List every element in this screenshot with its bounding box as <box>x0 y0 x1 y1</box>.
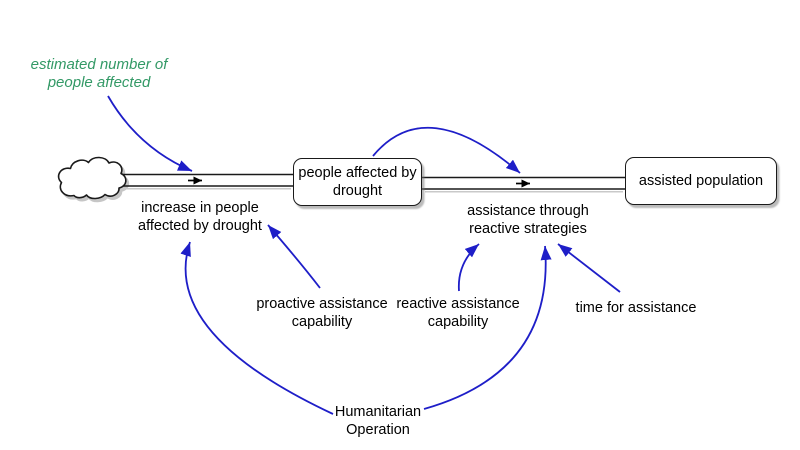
connector-reactive-to-assistance <box>457 243 480 292</box>
flow-label-increase-in-people-affected: increase in people affected by drought <box>138 200 262 234</box>
connector-humanitarian-to-increase <box>180 241 334 415</box>
cloud-source-icon <box>57 156 127 200</box>
connector-estimated-to-increase <box>107 95 193 172</box>
stock-assisted-population: assisted population <box>625 157 777 205</box>
variable-estimated-number-of-people-affected: estimated number of people affected <box>30 56 168 91</box>
variable-reactive-assistance-capability: reactive assistance capability <box>396 296 520 330</box>
variable-proactive-assistance-capability: proactive assistance capability <box>256 296 388 330</box>
connector-humanitarian-to-assistance <box>423 245 552 410</box>
stock-people-affected-by-drought: people affected by drought <box>293 158 422 206</box>
variable-time-for-assistance: time for assistance <box>575 300 697 316</box>
connector-stock1-to-assistance <box>372 126 521 174</box>
connector-proactive-to-increase <box>267 224 321 289</box>
variable-humanitarian-operation: Humanitarian Operation <box>334 404 422 438</box>
connector-time-to-assistance <box>557 243 621 293</box>
flow-label-assistance-through-reactive-strategies: assistance through reactive strategies <box>467 203 589 237</box>
